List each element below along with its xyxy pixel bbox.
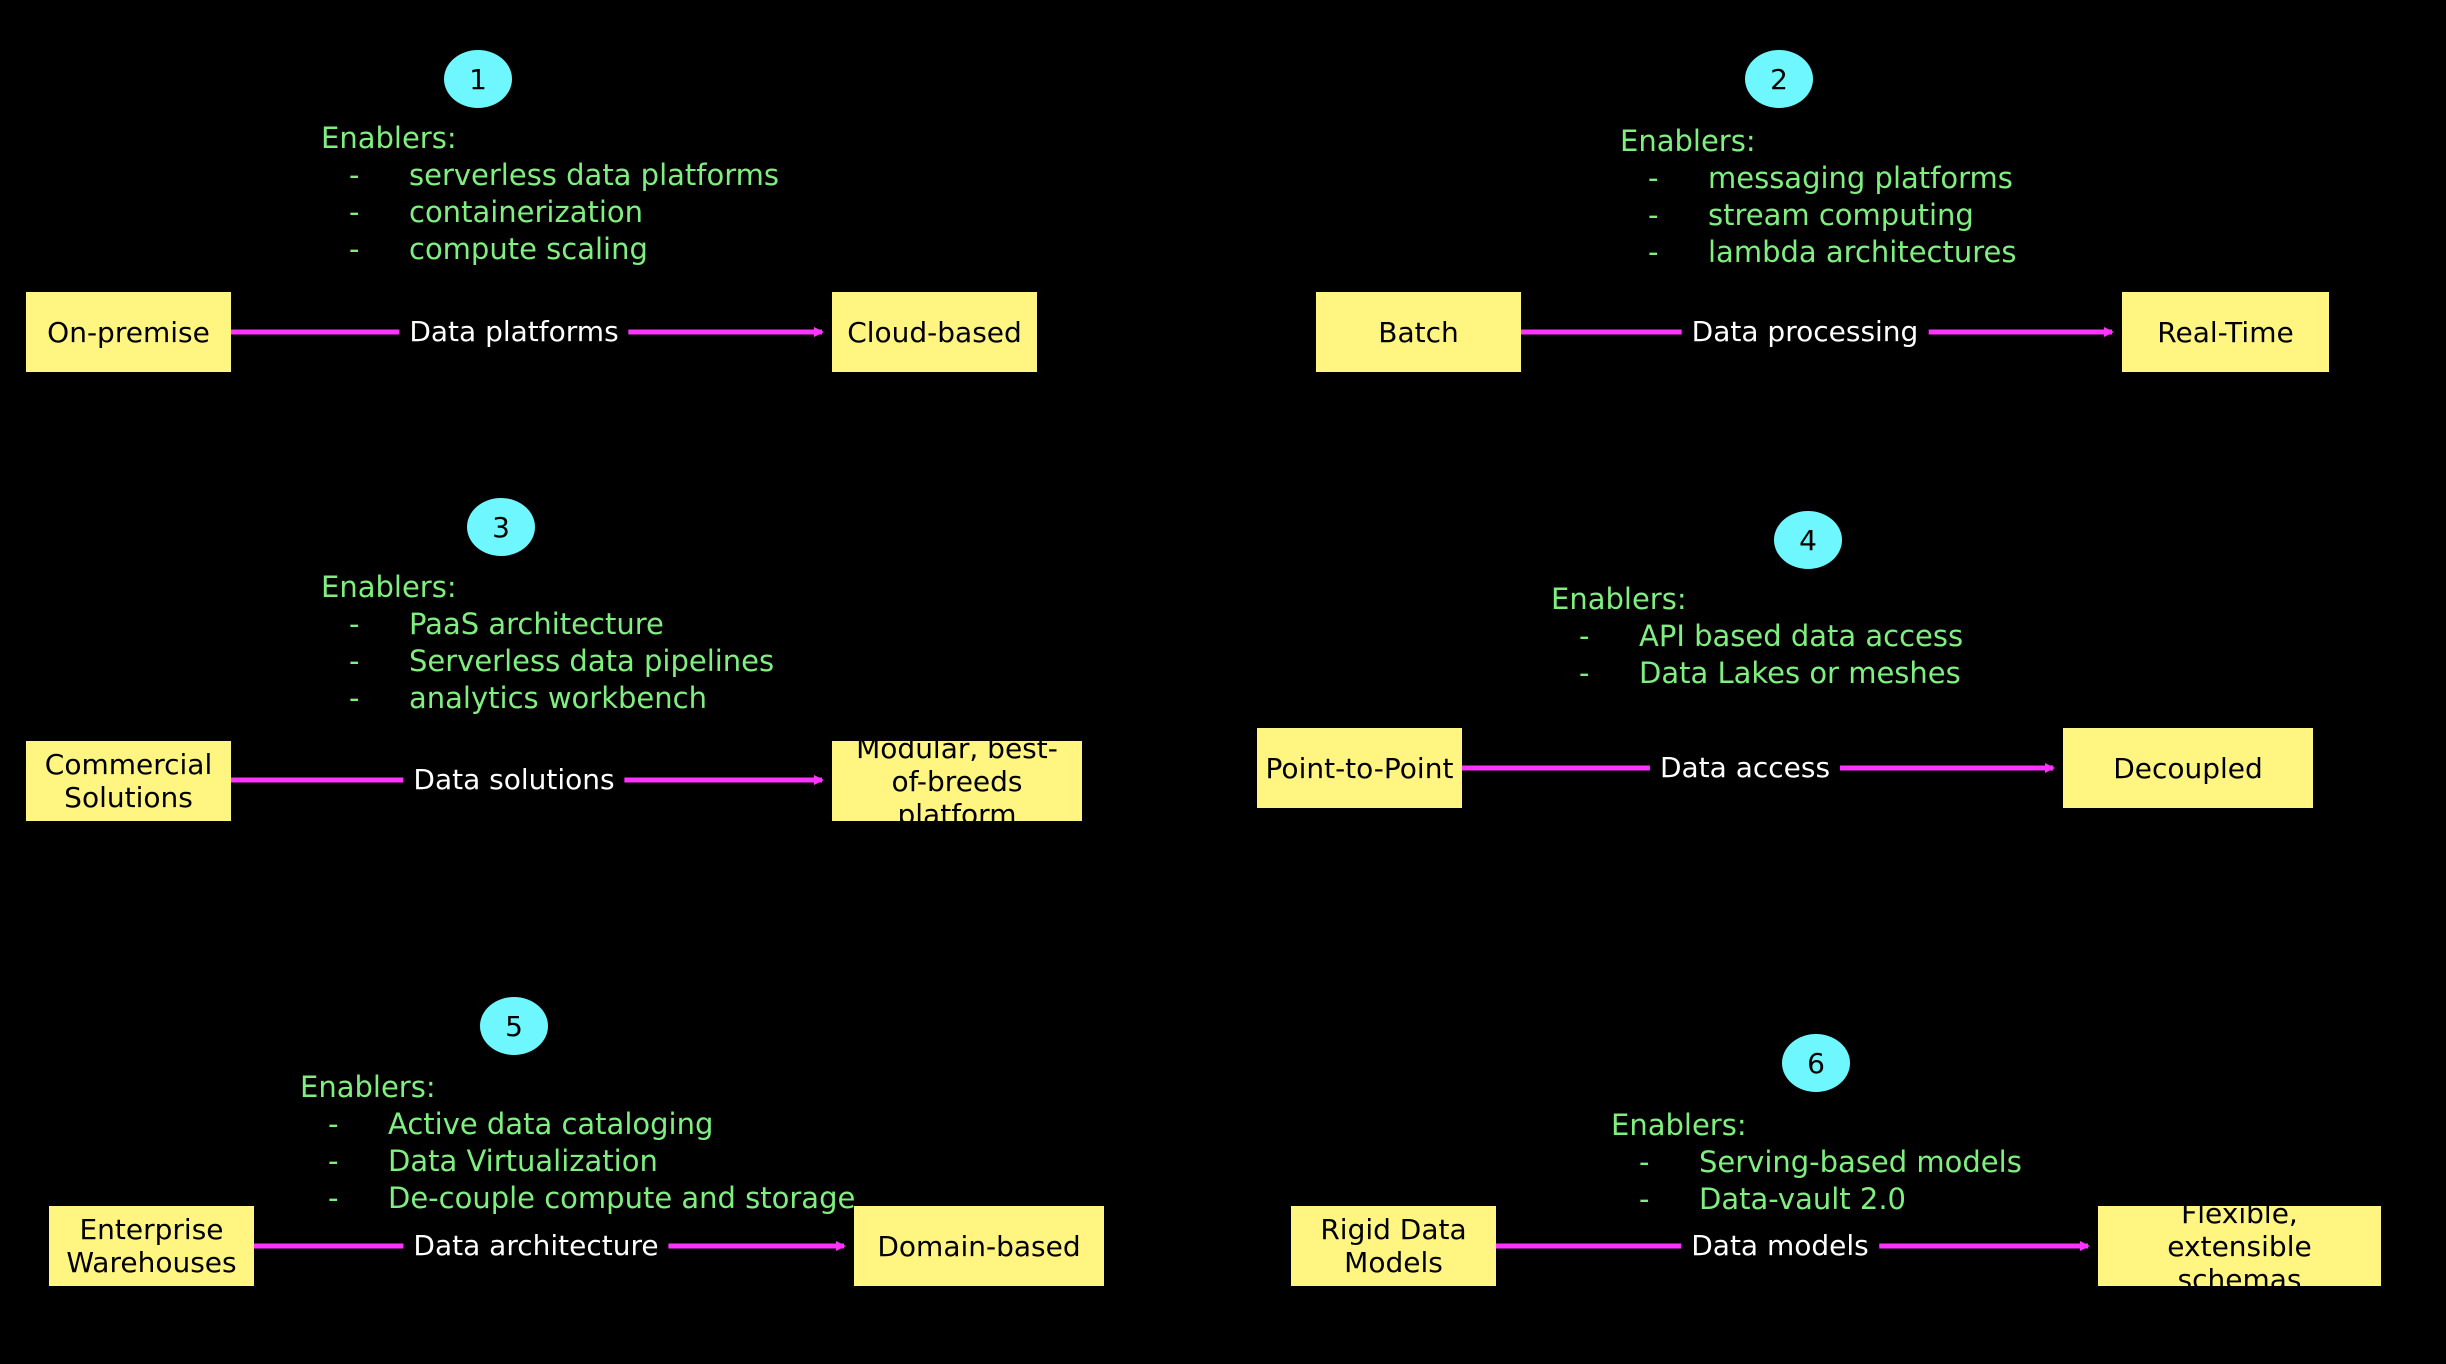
edge-label-5: Data architecture [403,1229,669,1263]
enabler-text: Data Lakes or meshes [1639,656,1961,690]
bullet-dash: - [349,232,360,266]
enablers-title: Enablers: [1611,1108,1747,1142]
enabler-item: - Serving-based models [1611,1144,2022,1181]
edge-label-3: Data solutions [403,763,625,797]
enablers-title: Enablers: [300,1070,436,1104]
enabler-item: - analytics workbench [321,680,774,717]
enabler-item: - Active data cataloging [300,1106,855,1143]
enabler-text: Data-vault 2.0 [1699,1182,1907,1216]
bullet-dash: - [328,1181,339,1215]
enabler-item: - compute scaling [321,231,779,268]
node-label: Real-Time [2157,315,2294,349]
enabler-item: - Data Lakes or meshes [1551,655,1963,692]
bullet-dash: - [349,607,360,641]
step-badge-2: 2 [1745,50,1813,108]
node-label: Cloud-based [847,315,1022,349]
enablers-list-5: Enablers:-Active data cataloging-Data Vi… [300,1069,855,1217]
node-label: Batch [1378,315,1459,349]
source-node-4: Point-to-Point [1257,728,1462,808]
enabler-text: containerization [409,195,644,229]
enabler-item: - Data Virtualization [300,1143,855,1180]
step-badge-4: 4 [1774,511,1842,569]
node-label: Enterprise Warehouses [66,1213,237,1279]
source-node-6: Rigid Data Models [1291,1206,1496,1286]
source-node-3: Commercial Solutions [26,741,231,821]
node-label: Domain-based [877,1229,1081,1263]
node-label: Decoupled [2113,751,2263,785]
target-node-5: Domain-based [854,1206,1104,1286]
target-node-6: Flexible, extensible schemas [2098,1197,2381,1296]
edge-label-1: Data platforms [399,315,629,349]
step-badge-5: 5 [480,997,548,1055]
source-node-1: On-premise [26,292,231,372]
bullet-dash: - [349,644,360,678]
enablers-list-3: Enablers:-PaaS architecture-Serverless d… [321,569,774,717]
target-node-4: Decoupled [2063,728,2313,808]
node-label: Commercial Solutions [44,748,213,814]
enabler-text: analytics workbench [409,681,707,715]
enabler-item: - Serverless data pipelines [321,643,774,680]
bullet-dash: - [1648,235,1659,269]
bullet-dash: - [349,158,360,192]
enablers-title: Enablers: [321,121,457,155]
edge-label-6: Data models [1681,1229,1879,1263]
bullet-dash: - [328,1144,339,1178]
enabler-item: - Data-vault 2.0 [1611,1181,2022,1218]
bullet-dash: - [349,195,360,229]
enablers-list-2: Enablers:-messaging platforms-stream com… [1620,123,2016,271]
enabler-item: - lambda architectures [1620,234,2016,271]
node-label: Flexible, extensible schemas [2167,1196,2312,1296]
bullet-dash: - [1648,161,1659,195]
source-node-5: Enterprise Warehouses [49,1206,254,1286]
node-label: Modular, best-of-breeds platform [856,731,1058,831]
enablers-list-6: Enablers:-Serving-based models-Data-vaul… [1611,1107,2022,1218]
enabler-item: - serverless data platforms [321,157,779,194]
enabler-text: lambda architectures [1708,235,2017,269]
enablers-title: Enablers: [1551,582,1687,616]
enabler-item: - messaging platforms [1620,160,2016,197]
enabler-text: messaging platforms [1708,161,2013,195]
step-badge-6: 6 [1782,1034,1850,1092]
enabler-text: API based data access [1639,619,1964,653]
target-node-2: Real-Time [2122,292,2329,372]
edge-label-2: Data processing [1681,315,1929,349]
bullet-dash: - [1648,198,1659,232]
enablers-title: Enablers: [321,570,457,604]
enabler-text: Active data cataloging [388,1107,714,1141]
step-badge-1: 1 [444,50,512,108]
enabler-item: - PaaS architecture [321,606,774,643]
node-label: Point-to-Point [1265,751,1454,785]
enabler-text: compute scaling [409,232,648,266]
node-label: On-premise [47,315,210,349]
enabler-item: - containerization [321,194,779,231]
source-node-2: Batch [1316,292,1521,372]
bullet-dash: - [1579,619,1590,653]
bullet-dash: - [1579,656,1590,690]
enabler-text: serverless data platforms [409,158,780,192]
enabler-text: PaaS architecture [409,607,664,641]
enabler-text: Serverless data pipelines [409,644,775,678]
target-node-3: Modular, best-of-breeds platform [832,732,1082,831]
enabler-item: - stream computing [1620,197,2016,234]
step-badge-3: 3 [467,498,535,556]
enabler-text: Serving-based models [1699,1145,2022,1179]
enabler-item: - API based data access [1551,618,1963,655]
edge-label-4: Data access [1649,751,1841,785]
target-node-1: Cloud-based [832,292,1037,372]
enabler-text: Data Virtualization [388,1144,658,1178]
bullet-dash: - [1639,1182,1650,1216]
enabler-text: De-couple compute and storage [388,1181,856,1215]
enabler-text: stream computing [1708,198,1974,232]
bullet-dash: - [1639,1145,1650,1179]
bullet-dash: - [349,681,360,715]
enablers-list-4: Enablers:-API based data access-Data Lak… [1551,581,1963,692]
enablers-list-1: Enablers:-serverless data platforms-cont… [321,120,779,268]
enabler-item: - De-couple compute and storage [300,1180,855,1217]
node-label: Rigid Data Models [1320,1213,1467,1279]
enablers-title: Enablers: [1620,124,1756,158]
bullet-dash: - [328,1107,339,1141]
